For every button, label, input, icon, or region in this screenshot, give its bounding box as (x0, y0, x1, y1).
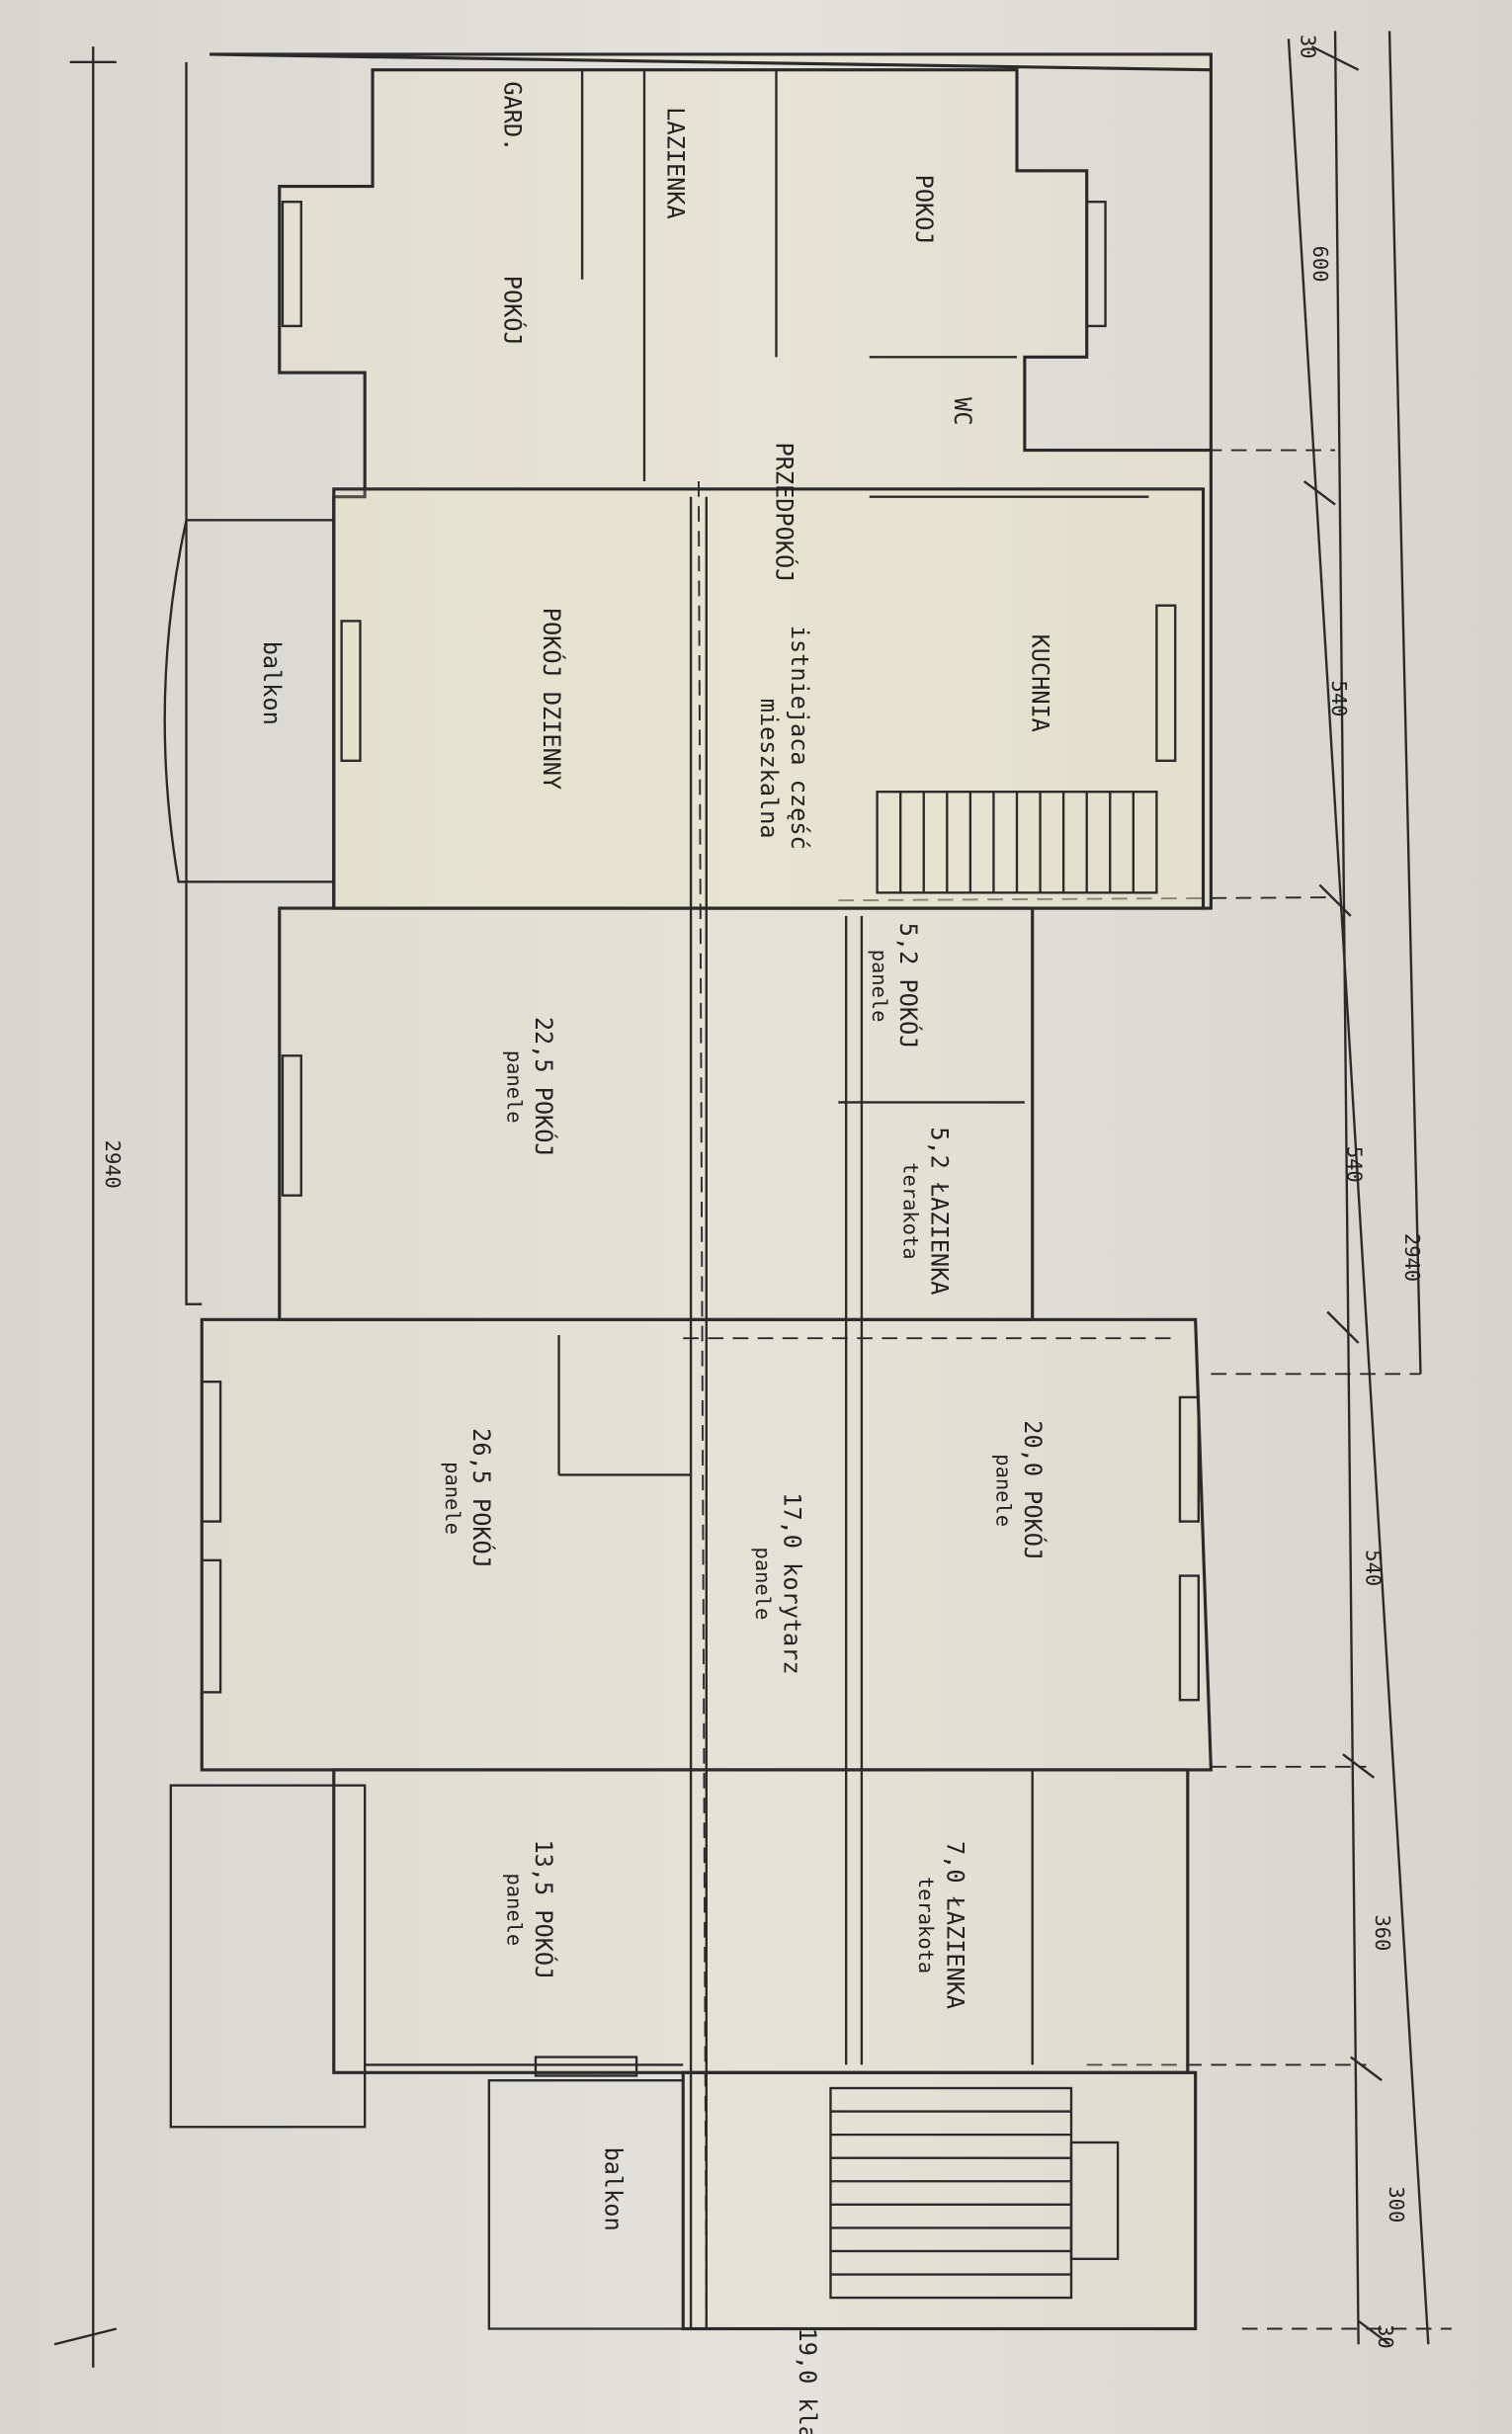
room-label-gard: GARD. (499, 81, 527, 151)
dimension-600: 600 (1308, 246, 1332, 283)
existing-part-label: istniejaca część (786, 626, 813, 850)
dimension-540: 540 (1361, 1550, 1385, 1586)
staircase-bottom (829, 2086, 1120, 2300)
room-label-przedpokoj: PRZEDPOKÓJ (771, 443, 798, 583)
dimension-2940-right: 2940 (1400, 1233, 1424, 1282)
room-label-wc: WC (949, 397, 976, 425)
floor-label: panele (503, 1873, 527, 1946)
room-label-klatka: 19,0 klat (794, 2328, 821, 2434)
room-label-pokoj-135: 13,5 POKÓJ (530, 1839, 557, 1979)
room-label-balkon: balkon (600, 2147, 628, 2231)
staircase-top (876, 791, 1158, 894)
room-label-lazienka-70: 7,0 ŁAZIENKA (941, 1841, 968, 2009)
room-label-pokoj-dzienny: POKÓJ DZIENNY (538, 608, 565, 790)
room-labels: GARD. LAZIENKA POKOJ POKÓJ WC PRZEDPOKÓJ… (258, 81, 1054, 2434)
dimension-360: 360 (1371, 1914, 1394, 1951)
room-label-korytarz: 17,0 korytarz (778, 1492, 805, 1674)
room-label-pokoj-225: 22,5 POKÓJ (530, 1017, 557, 1157)
floor-label: terakota (898, 1162, 922, 1259)
balconies (163, 61, 684, 2330)
floor-label: panele (503, 1050, 527, 1124)
dimension-540: 540 (1343, 1146, 1367, 1183)
room-label-lazienka-52: 5,2 ŁAZIENKA (926, 1127, 954, 1295)
room-label-pokoj-200: 20,0 POKÓJ (1019, 1420, 1047, 1560)
room-label-pokoj-52: 5,2 POKÓJ (894, 923, 922, 1049)
dimension-30-top: 30 (1296, 35, 1319, 59)
floor-label: panele (868, 950, 891, 1023)
walls (200, 52, 1214, 2331)
windows (201, 201, 1200, 2077)
dimension-540: 540 (1327, 681, 1351, 717)
room-label-balkon: balkon (258, 641, 286, 725)
floor-label: panele (992, 1454, 1016, 1527)
room-label-pokoj: POKÓJ (499, 276, 527, 346)
room-label-kuchnia: KUCHNIA (1027, 634, 1054, 732)
room-label-lazienka: LAZIENKA (662, 107, 690, 218)
room-label-pokoj-265: 26,5 POKÓJ (467, 1428, 495, 1568)
dimension-300: 300 (1385, 2186, 1408, 2223)
dimension-30-bottom: 30 (1374, 2324, 1397, 2349)
dimension-labels: 30 600 540 540 2940 540 360 300 30 2940 (101, 35, 1424, 2349)
floor-label: panele (441, 1462, 464, 1535)
dimension-2940-left: 2940 (101, 1140, 125, 1189)
existing-part-label-2: mieszkalna (755, 699, 783, 839)
floor-label: panele (751, 1548, 775, 1621)
floor-label: terakota (914, 1877, 938, 1973)
room-label-pokoj: POKOJ (910, 175, 938, 245)
